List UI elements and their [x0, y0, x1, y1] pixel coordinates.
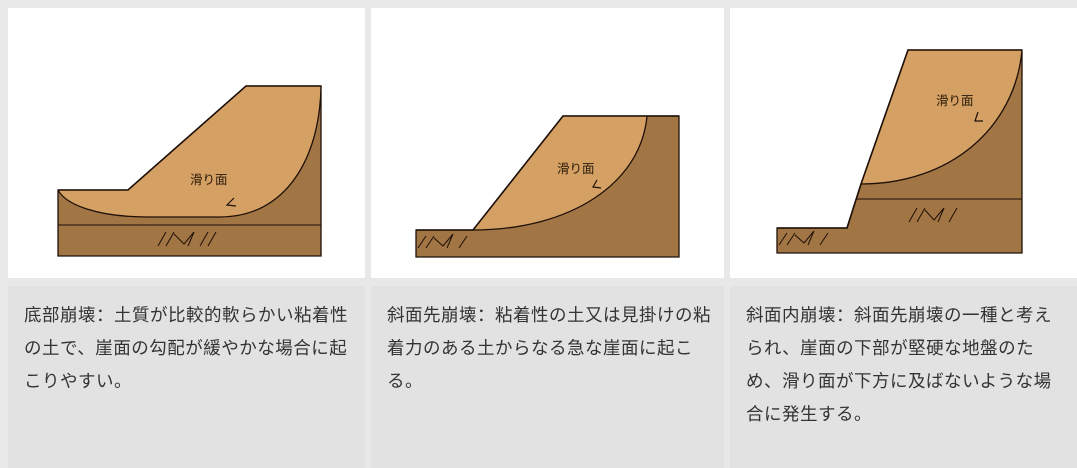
slide-direction-arrow-icon	[225, 197, 237, 207]
sliding-surface-label: 滑り面	[190, 172, 228, 187]
bedrock-hatch	[778, 207, 958, 246]
sliding-surface-line	[472, 115, 648, 231]
base-failure-diagram: 滑り面	[8, 8, 365, 278]
bedrock-hatch	[417, 233, 468, 249]
sliding-mass	[473, 116, 647, 230]
sliding-surface-line	[860, 49, 1023, 185]
slide-direction-arrow-icon	[592, 179, 602, 189]
slope-failure-caption: 斜面内崩壊：斜面先崩壊の一種と考えられ、崖面の下部が堅硬な地盤のため、滑り面が下…	[730, 286, 1077, 468]
sliding-surface-line	[57, 85, 322, 218]
sliding-surface-label: 滑り面	[936, 93, 974, 108]
slope-failure-figure: 滑り面 滑り面 滑り面	[8, 8, 1077, 468]
sliding-surface-label: 滑り面	[557, 161, 595, 176]
base-failure-caption: 底部崩壊：土質が比較的軟らかい粘着性の土で、崖面の勾配が緩やかな場合に起こりやす…	[8, 286, 365, 468]
slope-failure-diagram: 滑り面	[730, 8, 1077, 278]
sliding-mass	[58, 86, 321, 217]
toe-failure-caption: 斜面先崩壊：粘着性の土又は見掛けの粘着力のある土からなる急な崖面に起こる。	[371, 286, 724, 468]
slide-direction-arrow-icon	[974, 111, 983, 122]
slope-surface-line	[58, 85, 321, 191]
toe-failure-diagram: 滑り面	[371, 8, 724, 278]
bedrock-hatch	[157, 231, 217, 247]
sliding-mass	[861, 50, 1022, 184]
slope-surface-line	[416, 115, 679, 231]
